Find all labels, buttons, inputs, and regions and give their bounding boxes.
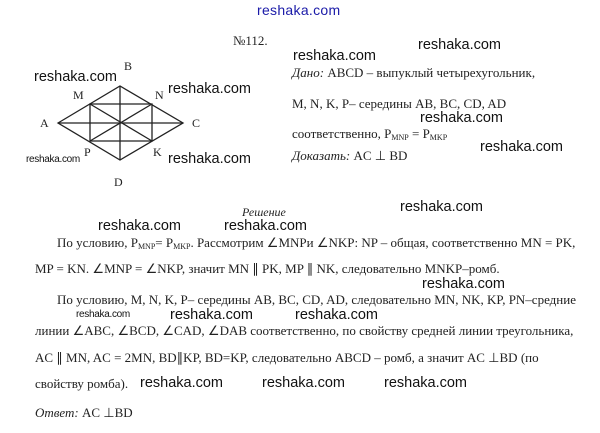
label-c: C: [192, 116, 201, 130]
solution-line-4: линии ∠ABC, ∠BCD, ∠CAD, ∠DAB соответстве…: [35, 323, 574, 338]
watermark: reshaka.com: [140, 375, 224, 391]
label-n: N: [155, 88, 164, 102]
watermark: reshaka.com: [168, 81, 252, 97]
prove-text: AC ⊥ BD: [350, 148, 408, 163]
watermark: reshaka.com: [293, 48, 377, 64]
solution-line-2: MP = KN. ∠MNP = ∠NKP, значит MN ∥ PK, MP…: [35, 261, 500, 276]
subscript: MNP: [391, 133, 409, 142]
solution-heading: Решение: [242, 205, 286, 219]
prove-line: Доказать: AC ⊥ BD: [292, 148, 407, 163]
watermark: reshaka.com: [295, 307, 379, 323]
watermark: reshaka.com: [224, 218, 308, 234]
solution-text: . Рассмотрим ∠MNPи ∠NKP: NP – общая, соо…: [190, 235, 576, 250]
watermark: reshaka.com: [168, 151, 252, 167]
watermark: reshaka.com: [422, 276, 506, 292]
subscript: MNP: [137, 242, 156, 251]
solution-text: По условию, P: [57, 235, 138, 250]
solution-line-6: свойству ромба).: [35, 376, 129, 391]
watermark: reshaka.com: [262, 375, 346, 391]
watermark: reshaka.com: [170, 307, 254, 323]
watermark: reshaka.com: [34, 69, 118, 85]
subscript: MKP: [173, 242, 191, 251]
answer-line: Ответ: AC ⊥BD: [35, 405, 133, 420]
watermark: reshaka.com: [418, 37, 502, 53]
given-line-2: M, N, K, P– середины AB, BC, CD, AD: [292, 96, 507, 111]
label-b: B: [124, 59, 133, 73]
solution-line-1: По условию, PMNP= PMKP. Рассмотрим ∠MNPи…: [57, 235, 576, 251]
solution-text: = P: [155, 235, 174, 250]
watermark: reshaka.com: [480, 139, 564, 155]
given-text: = P: [408, 126, 430, 141]
label-p: P: [84, 145, 91, 159]
label-d: D: [114, 175, 123, 189]
given-text: соответственно, P: [292, 126, 392, 141]
watermark: reshaka.com: [26, 154, 80, 165]
prove-label: Доказать:: [292, 148, 351, 163]
subscript: MKP: [429, 133, 448, 142]
watermark: reshaka.com: [384, 375, 468, 391]
solution-line-3: По условию, M, N, K, P– середины AB, BC,…: [57, 292, 576, 307]
given-text: ABCD – выпуклый четырехугольник,: [324, 65, 536, 80]
given-line-1: Дано: ABCD – выпуклый четырехугольник,: [292, 65, 535, 80]
watermark: reshaka.com: [98, 218, 182, 234]
label-m: M: [73, 88, 84, 102]
label-a: A: [40, 116, 49, 130]
watermark: reshaka.com: [76, 309, 130, 320]
solution-line-5: AC ∥ MN, AC = 2MN, BD∥KP, BD=KP, следова…: [35, 350, 539, 365]
problem-number: №112.: [233, 33, 268, 48]
answer-label: Ответ:: [35, 405, 79, 420]
watermark: reshaka.com: [420, 110, 504, 126]
given-label: Дано:: [292, 65, 325, 80]
answer-text: AC ⊥BD: [78, 405, 133, 420]
label-k: K: [153, 145, 162, 159]
watermark-top: reshaka.com: [257, 2, 341, 18]
watermark: reshaka.com: [400, 199, 484, 215]
given-line-3: соответственно, PMNP = PMKP: [292, 126, 448, 142]
